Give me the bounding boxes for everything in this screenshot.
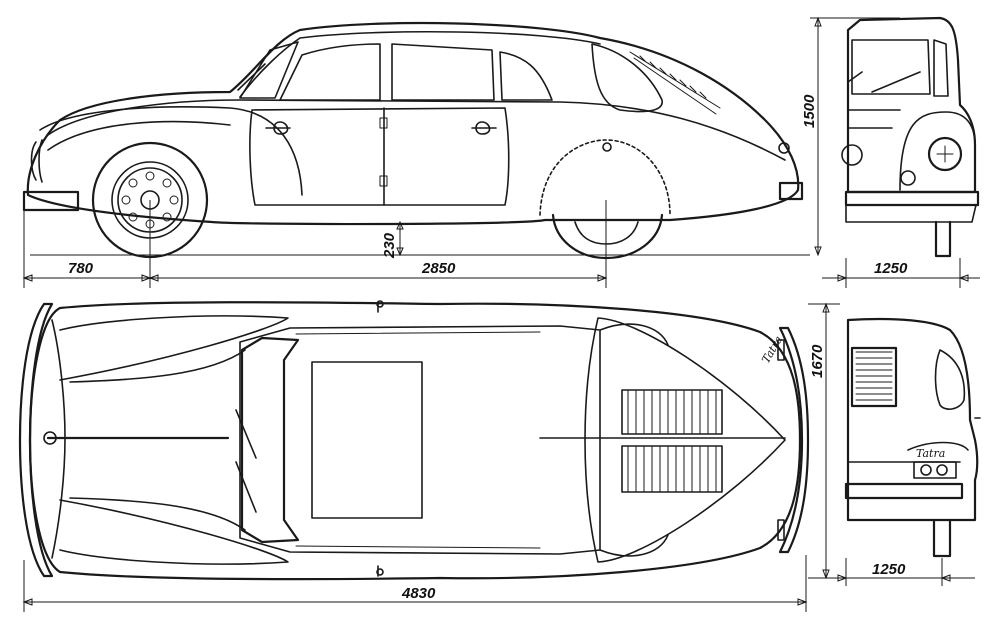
side-body-outline	[26, 21, 800, 226]
top-louvre-upper	[621, 389, 723, 435]
top-windshield	[240, 336, 300, 544]
rear-body-outline	[846, 317, 979, 522]
dim-rear-track: 1250	[872, 561, 906, 578]
dim-length: 4830	[401, 585, 436, 602]
top-tail-lamps	[777, 339, 785, 541]
front-view	[841, 16, 980, 258]
front-wipers	[847, 71, 921, 93]
dim-height: 1500	[801, 94, 818, 128]
dim-wheelbase: 2850	[421, 260, 456, 277]
top-front-bumper	[18, 302, 54, 578]
side-front-fender	[39, 106, 303, 196]
side-rear-bumper	[778, 181, 804, 201]
rear-bumper	[844, 482, 964, 500]
rear-window-frame	[850, 346, 898, 408]
top-rear-fins	[599, 323, 669, 557]
front-bumper	[844, 190, 980, 207]
front-wheel	[934, 220, 952, 258]
top-hood-left	[59, 315, 289, 381]
side-hinge-lower	[379, 175, 388, 187]
side-roof-line	[239, 30, 601, 98]
dim-front-track: 1250	[874, 260, 908, 277]
side-rear-fender-skirt	[539, 139, 671, 216]
front-grille-line	[847, 109, 901, 129]
side-door	[249, 107, 510, 206]
side-mirror-wiper	[237, 63, 266, 91]
front-windshield	[851, 39, 931, 95]
side-middle-window	[391, 43, 495, 101]
top-mascot	[43, 431, 57, 445]
top-side-sills	[295, 325, 557, 555]
front-headlamp-left	[841, 144, 863, 166]
side-rear-window	[499, 51, 553, 101]
side-rear-quarter-window	[591, 43, 663, 113]
side-windshield	[239, 41, 299, 99]
side-rear-wheel	[551, 213, 664, 260]
top-rear-bumper	[778, 326, 810, 554]
front-fog-lamp	[900, 170, 916, 186]
top-hood-right	[59, 499, 289, 565]
top-wipers	[235, 409, 257, 513]
top-hood-ridge	[69, 349, 246, 531]
side-dimension-lines	[22, 16, 980, 288]
rear-fender	[934, 349, 966, 410]
dim-front-overhang: 780	[68, 260, 94, 277]
top-cabin	[239, 325, 601, 555]
front-side-pillar	[933, 39, 949, 97]
front-headlamp	[927, 136, 963, 172]
top-dimension-lines	[22, 302, 975, 612]
rear-wheel	[932, 518, 952, 558]
top-rear-deck	[584, 317, 786, 563]
top-view	[18, 300, 810, 581]
side-headlamp	[30, 139, 43, 183]
side-view	[22, 21, 810, 260]
side-tail-lamp	[778, 142, 790, 154]
rear-tail-shape	[847, 441, 969, 463]
side-fuel-cap	[602, 142, 612, 152]
side-hinge-upper	[379, 117, 388, 129]
side-beltline	[47, 99, 786, 161]
top-body-outline	[28, 301, 802, 581]
top-fender-left	[51, 319, 66, 559]
side-door-handle-front	[265, 121, 291, 135]
rear-view: Tatra	[844, 317, 981, 558]
rear-lamp-box	[913, 461, 957, 479]
rear-badge: Tatra	[916, 447, 945, 460]
rear-window-lines	[855, 351, 893, 401]
top-sunroof	[311, 361, 423, 519]
side-door-handle-rear	[471, 121, 497, 135]
side-front-window	[279, 43, 381, 101]
front-valance	[845, 204, 977, 223]
side-louvres	[629, 51, 721, 115]
dim-ground-clearance: 230	[381, 232, 398, 259]
front-fender	[899, 111, 976, 191]
dim-width: 1670	[809, 344, 826, 378]
top-louvre-lower	[621, 445, 723, 493]
